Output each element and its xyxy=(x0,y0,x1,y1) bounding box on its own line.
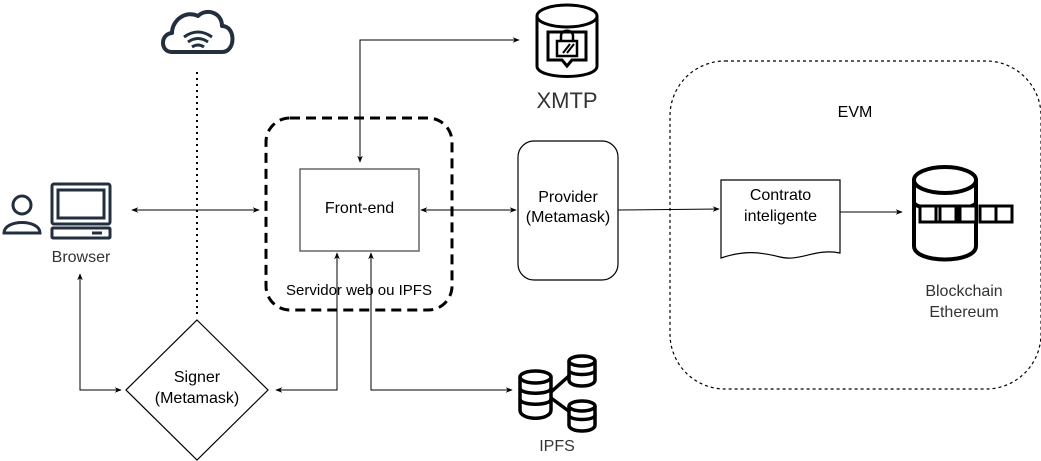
blockchain-label-line1: Blockchain xyxy=(925,283,1003,300)
signer-node[interactable] xyxy=(125,319,269,461)
contract-label-line1: Contrato xyxy=(749,187,812,204)
edge-frontend-ipfs xyxy=(368,252,513,393)
signer-label-line1: Signer xyxy=(173,369,221,386)
browser-label: Browser xyxy=(51,249,111,266)
database-lock-icon xyxy=(535,3,599,78)
frontend-label: Front-end xyxy=(324,200,395,217)
ipfs-label: IPFS xyxy=(539,438,575,455)
connectors xyxy=(77,37,903,393)
provider-node[interactable] xyxy=(517,140,619,281)
edge-frontend-xmtp xyxy=(357,37,520,163)
server-group-label: Servidor web ou IPFS xyxy=(286,282,432,299)
cloud-wifi-icon xyxy=(161,9,235,54)
edge-provider-contract xyxy=(617,206,720,212)
contract-label-line2: inteligente xyxy=(744,208,817,225)
evm-container xyxy=(669,60,1041,390)
evm-label: EVM xyxy=(837,104,873,121)
contract-node[interactable] xyxy=(720,179,841,259)
provider-label-line2: (Metamask) xyxy=(525,209,611,226)
edge-signer-frontend xyxy=(275,252,340,393)
user-computer-icon xyxy=(2,182,112,240)
blockchain-label-line2: Ethereum xyxy=(929,304,999,321)
signer-label-line2: (Metamask) xyxy=(154,390,240,407)
edge-browser-signer xyxy=(77,273,122,393)
database-chain-icon xyxy=(912,165,1014,262)
distributed-database-icon xyxy=(518,354,597,433)
xmtp-label: XMTP xyxy=(536,88,598,113)
frontend-node[interactable] xyxy=(299,168,420,252)
provider-label-line1: Provider xyxy=(538,189,598,206)
